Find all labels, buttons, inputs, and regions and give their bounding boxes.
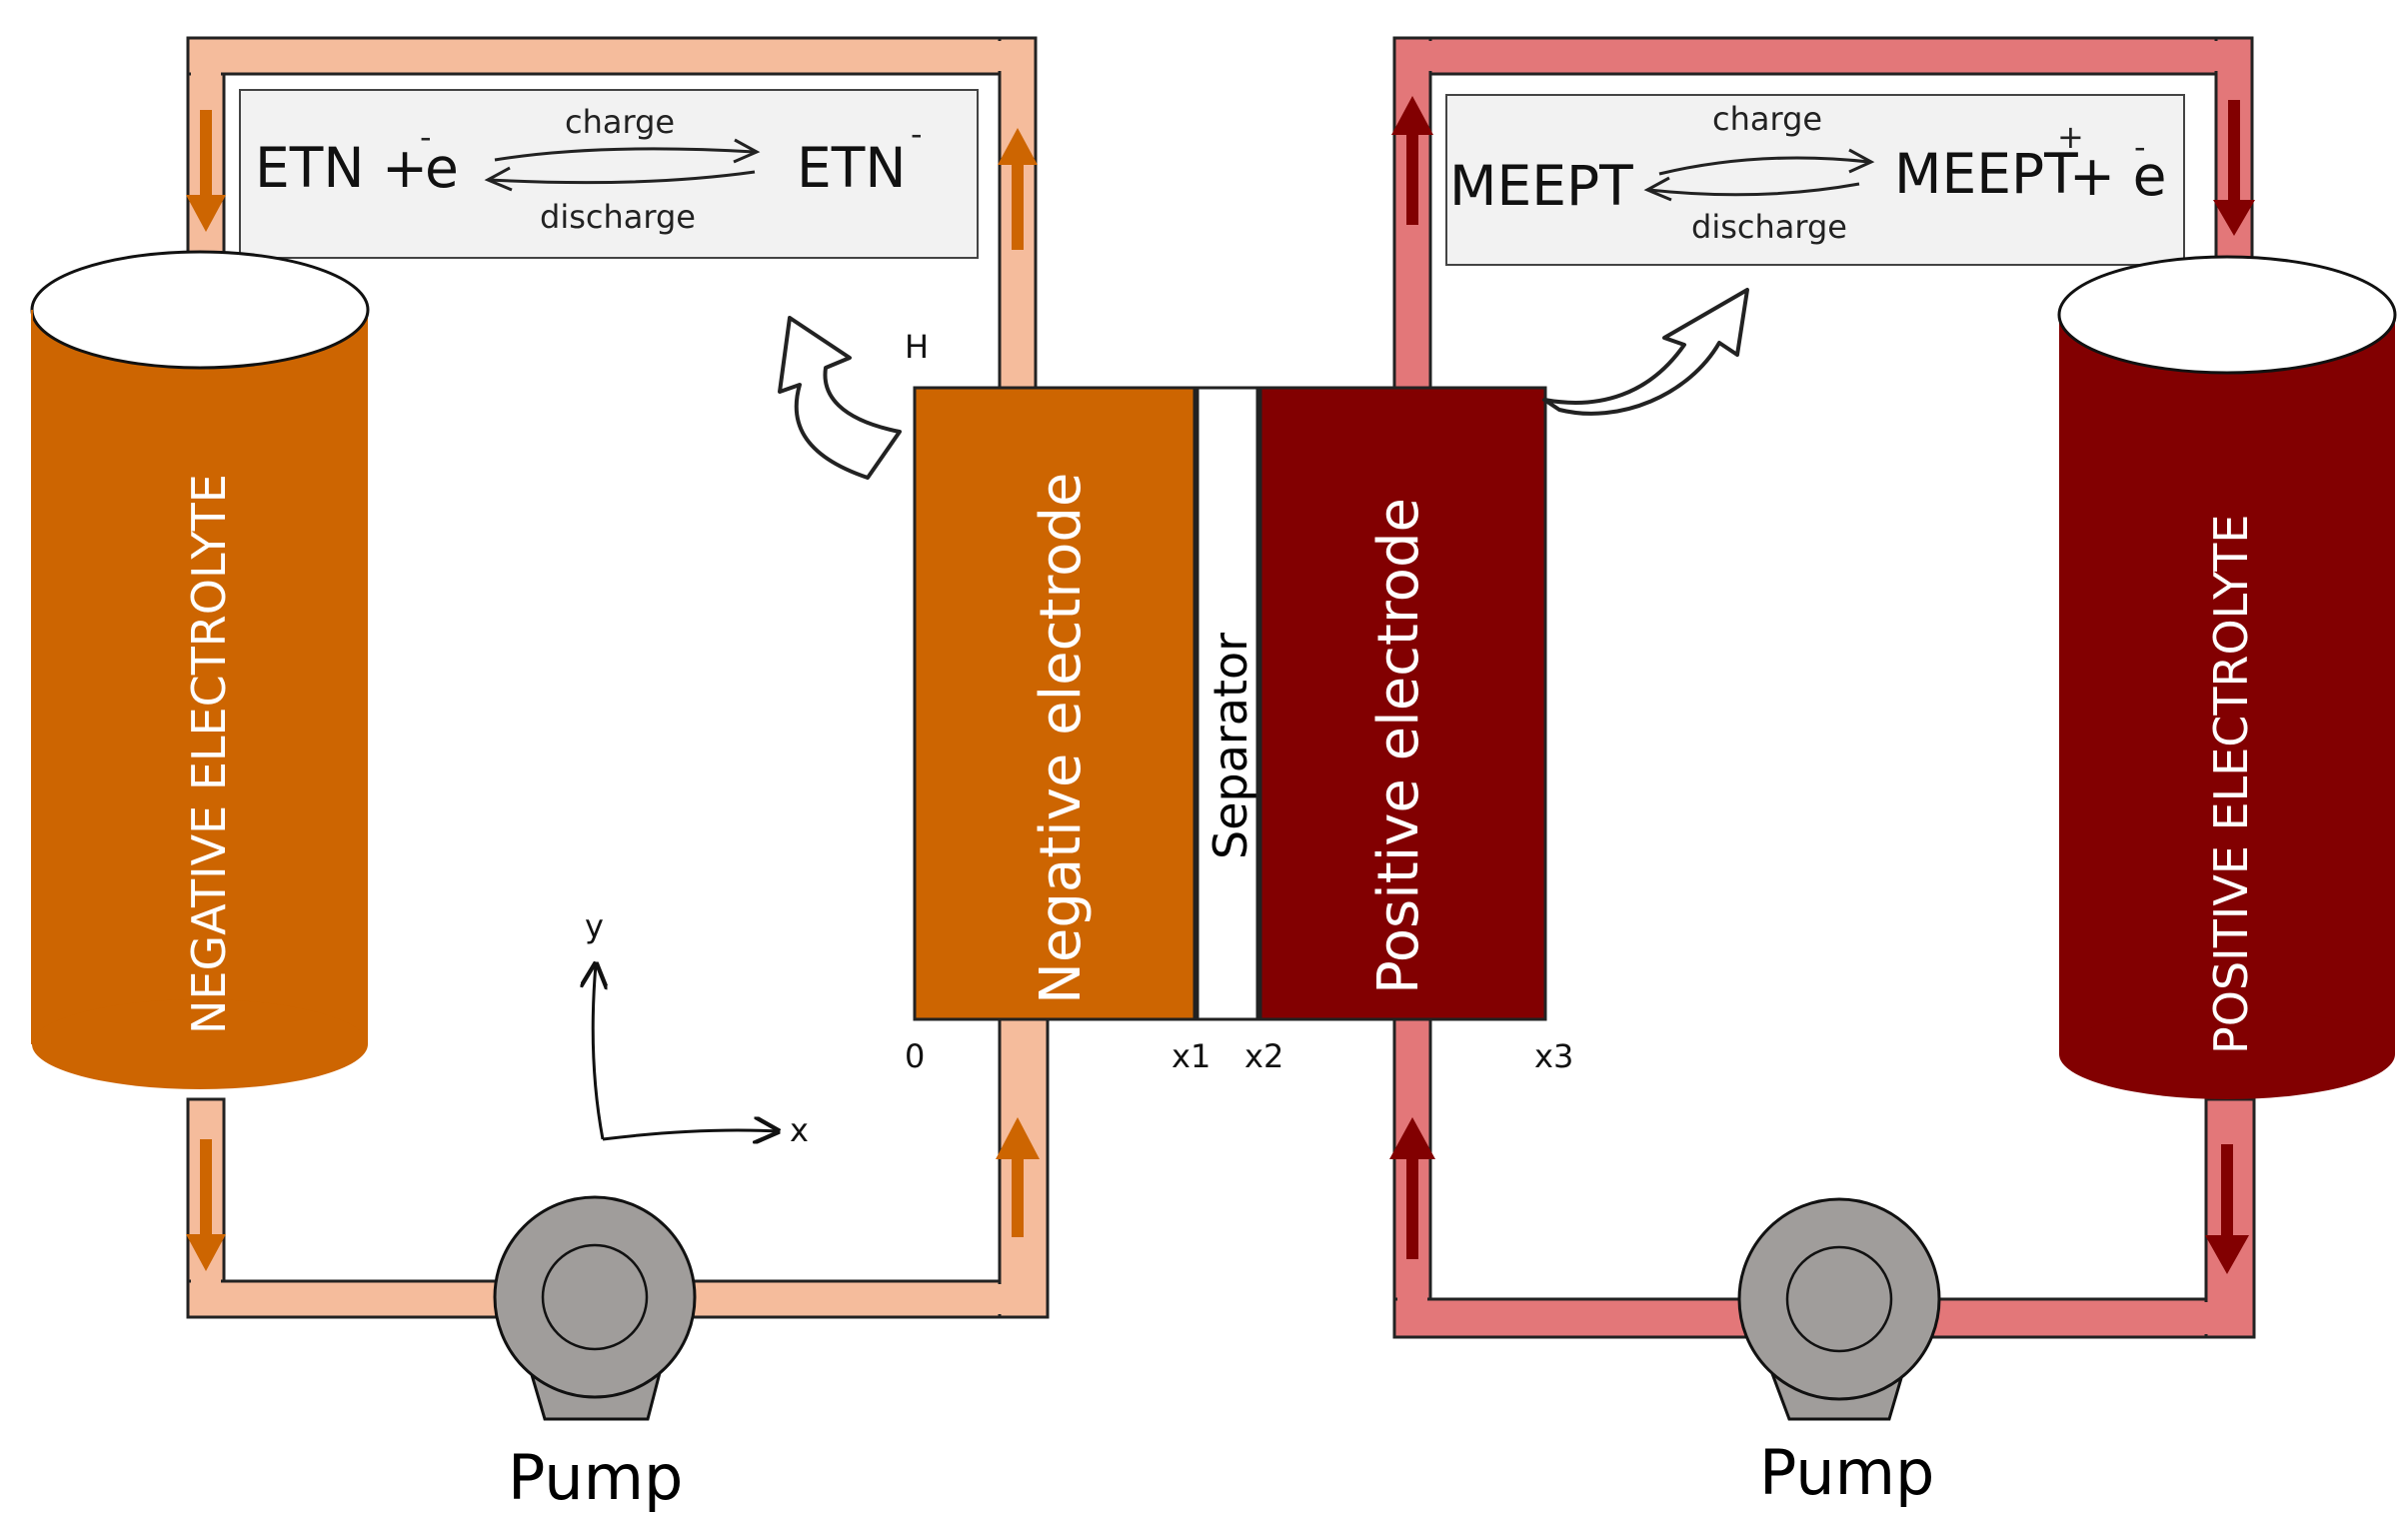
x1-label: x1	[1172, 1037, 1210, 1075]
negative-electron-sign: -	[420, 118, 432, 156]
positive-product: MEEPT	[1894, 142, 2078, 206]
right-pump-label: Pump	[1759, 1436, 1934, 1509]
curved-arrow-icon	[1542, 288, 1749, 416]
positive-arrow-charge: charge	[1712, 100, 1822, 138]
x-origin-label: 0	[905, 1037, 925, 1075]
y-axis-label: y	[585, 907, 604, 945]
flow-arrow-icon	[998, 128, 1038, 250]
negative-electrode-label: Negative electrode	[1029, 473, 1094, 1004]
positive-product-sign: +	[2057, 118, 2084, 156]
flow-arrow-icon	[2213, 100, 2255, 236]
flow-arrow-icon	[2205, 1144, 2249, 1274]
flow-arrow-icon	[996, 1117, 1040, 1237]
negative-flow-arrows	[186, 110, 1040, 1271]
negative-arrow-discharge: discharge	[540, 198, 696, 236]
positive-reactant: MEEPT	[1449, 154, 1633, 218]
height-label: H	[905, 328, 929, 366]
positive-arrow-discharge: discharge	[1691, 208, 1847, 246]
negative-reactant: ETN +	[255, 136, 428, 200]
negative-product-sign: -	[911, 115, 923, 153]
positive-electrode-label: Positive electrode	[1366, 498, 1431, 994]
negative-arrow-charge: charge	[565, 103, 675, 141]
negative-electrode	[913, 386, 1197, 1021]
positive-electrolyte-tank: POSITIVE ELECTROLYTE	[2057, 255, 2397, 1099]
flow-arrow-icon	[1391, 96, 1433, 225]
curved-arrow-icon	[778, 316, 902, 480]
flow-arrow-icon	[186, 110, 226, 232]
x2-label: x2	[1244, 1037, 1283, 1075]
positive-flow-arrows	[1389, 96, 2255, 1274]
separator	[1196, 386, 1259, 1021]
pump-icon	[493, 1195, 697, 1421]
negative-electron: e	[425, 136, 459, 200]
negative-reaction-box: ETN + e - charge discharge ETN -	[239, 89, 979, 259]
flow-arrow-icon	[186, 1139, 226, 1271]
x3-label: x3	[1534, 1037, 1573, 1075]
right-pump: Pump	[1737, 1197, 1941, 1509]
equilibrium-arrow-icon	[484, 138, 761, 192]
flow-arrow-icon	[1389, 1117, 1435, 1259]
x-axis-arrow	[602, 1130, 778, 1139]
pump-icon	[1737, 1197, 1941, 1421]
negative-product: ETN	[797, 136, 907, 200]
separator-label: Separator	[1204, 633, 1257, 859]
y-axis-arrow	[593, 964, 603, 1140]
left-pump: Pump	[493, 1195, 697, 1514]
negative-tank-label: NEGATIVE ELECTROLYTE	[182, 474, 236, 1034]
positive-electron-sign: -	[2134, 128, 2146, 166]
coordinate-axes	[593, 964, 778, 1139]
positive-plus-electron: + e	[2069, 144, 2166, 208]
x-axis-label: x	[790, 1111, 809, 1149]
positive-electrode	[1258, 386, 1547, 1021]
positive-reaction-box: MEEPT charge discharge MEEPT + + e -	[1445, 94, 2185, 266]
left-pump-label: Pump	[508, 1441, 683, 1514]
equilibrium-arrow-icon	[1643, 148, 1875, 202]
electrochemical-cell: Negative electrode Separator Positive el…	[905, 328, 1573, 1075]
positive-tank-label: POSITIVE ELECTROLYTE	[2204, 515, 2258, 1054]
negative-electrolyte-tank: NEGATIVE ELECTROLYTE	[30, 250, 370, 1089]
